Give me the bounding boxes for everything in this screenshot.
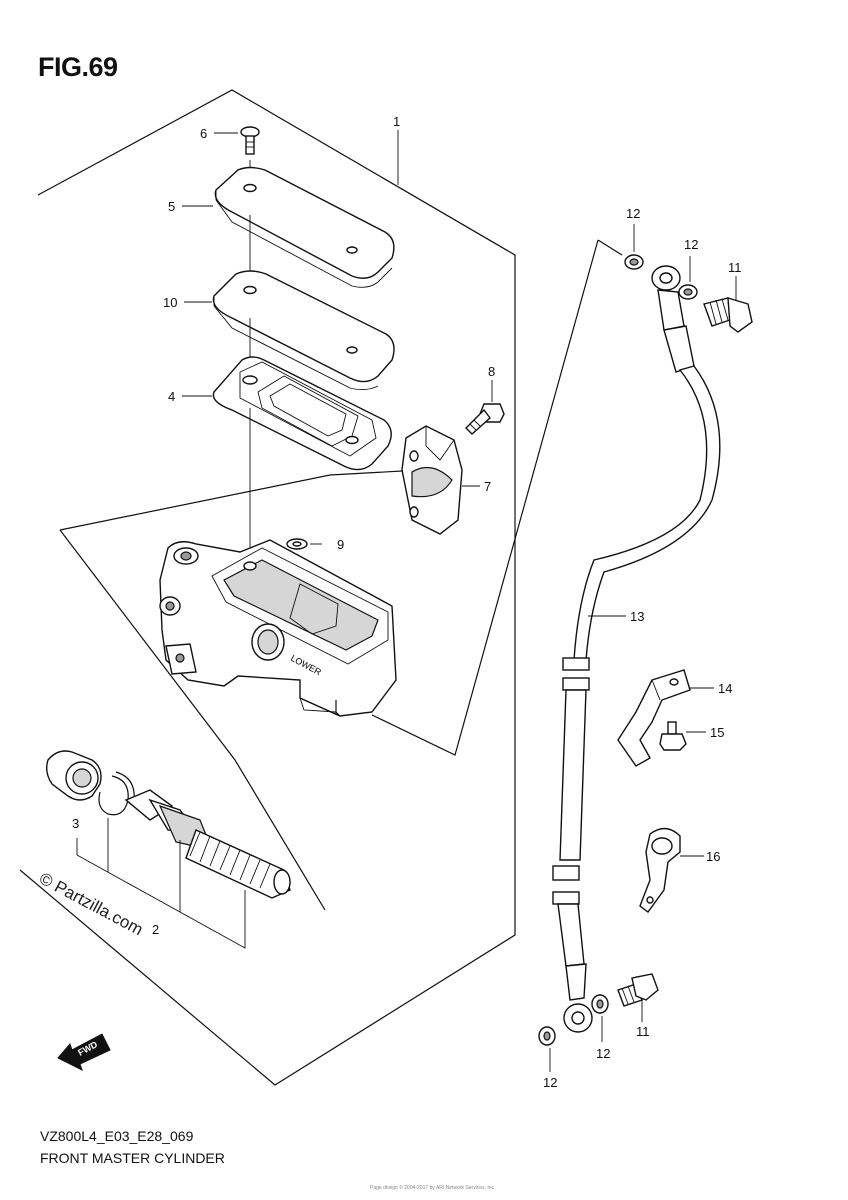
figure-name: FRONT MASTER CYLINDER [40, 1150, 225, 1166]
boot-part-9 [286, 538, 308, 550]
callout-1: 1 [393, 114, 400, 129]
fwd-arrow-icon: FWD [57, 1033, 111, 1071]
callout-12c: 12 [596, 1046, 610, 1061]
boot-part-3 [45, 750, 102, 801]
callout-7: 7 [484, 479, 491, 494]
callout-10: 10 [163, 295, 177, 310]
callout-9: 9 [337, 537, 344, 552]
callout-12d: 12 [543, 1075, 557, 1090]
assembly-outline-1 [19, 89, 516, 1086]
callout-11b: 11 [636, 1024, 650, 1039]
callout-2: 2 [152, 922, 159, 937]
callout-8: 8 [488, 364, 495, 379]
master-cylinder-body: LOWER [159, 539, 397, 717]
diaphragm-part-4 [212, 356, 392, 471]
callout-13: 13 [630, 609, 644, 624]
brake-hose-part-13 [552, 265, 721, 1033]
union-bolt-part-11a [703, 297, 753, 333]
plate-part-10 [212, 270, 395, 391]
screw-part-6 [240, 126, 260, 155]
reservoir-cap-part-5 [214, 166, 395, 288]
figure-code: VZ800L4_E03_E28_069 [40, 1128, 194, 1144]
washer-part-12d [538, 1026, 556, 1046]
callout-14: 14 [718, 681, 732, 696]
callout-15: 15 [710, 725, 724, 740]
washer-part-12b [678, 284, 698, 300]
callout-16: 16 [706, 849, 720, 864]
bolt-part-8 [465, 403, 505, 435]
union-bolt-part-11b [617, 973, 659, 1007]
callout-12b: 12 [684, 237, 698, 252]
copyright-text: Page design © 2004-2017 by ARI Network S… [370, 1185, 496, 1191]
callout-11a: 11 [728, 260, 742, 275]
washer-part-12c [591, 994, 609, 1014]
callout-4: 4 [168, 389, 175, 404]
callout-3: 3 [72, 816, 79, 831]
leader-2 [76, 854, 246, 949]
callout-12a: 12 [626, 206, 640, 221]
piston-kit-part-2 [124, 789, 291, 899]
assembly-outline-right [371, 239, 599, 756]
callout-6: 6 [200, 126, 207, 141]
clamp-part-7 [401, 425, 463, 535]
assembly-outline-body [59, 469, 421, 531]
figure-title: FIG.69 [38, 52, 118, 82]
circlip-part [98, 771, 135, 816]
washer-part-12a [624, 254, 644, 270]
bracket-part-14 [617, 669, 691, 767]
assembly-outline-body-2 [59, 529, 326, 911]
callout-5: 5 [168, 199, 175, 214]
watermark-text: © Partzilla.com [36, 869, 146, 940]
clamp-part-16 [639, 827, 681, 913]
assembly-outline-diag [597, 239, 623, 256]
bolt-part-15 [659, 721, 687, 751]
